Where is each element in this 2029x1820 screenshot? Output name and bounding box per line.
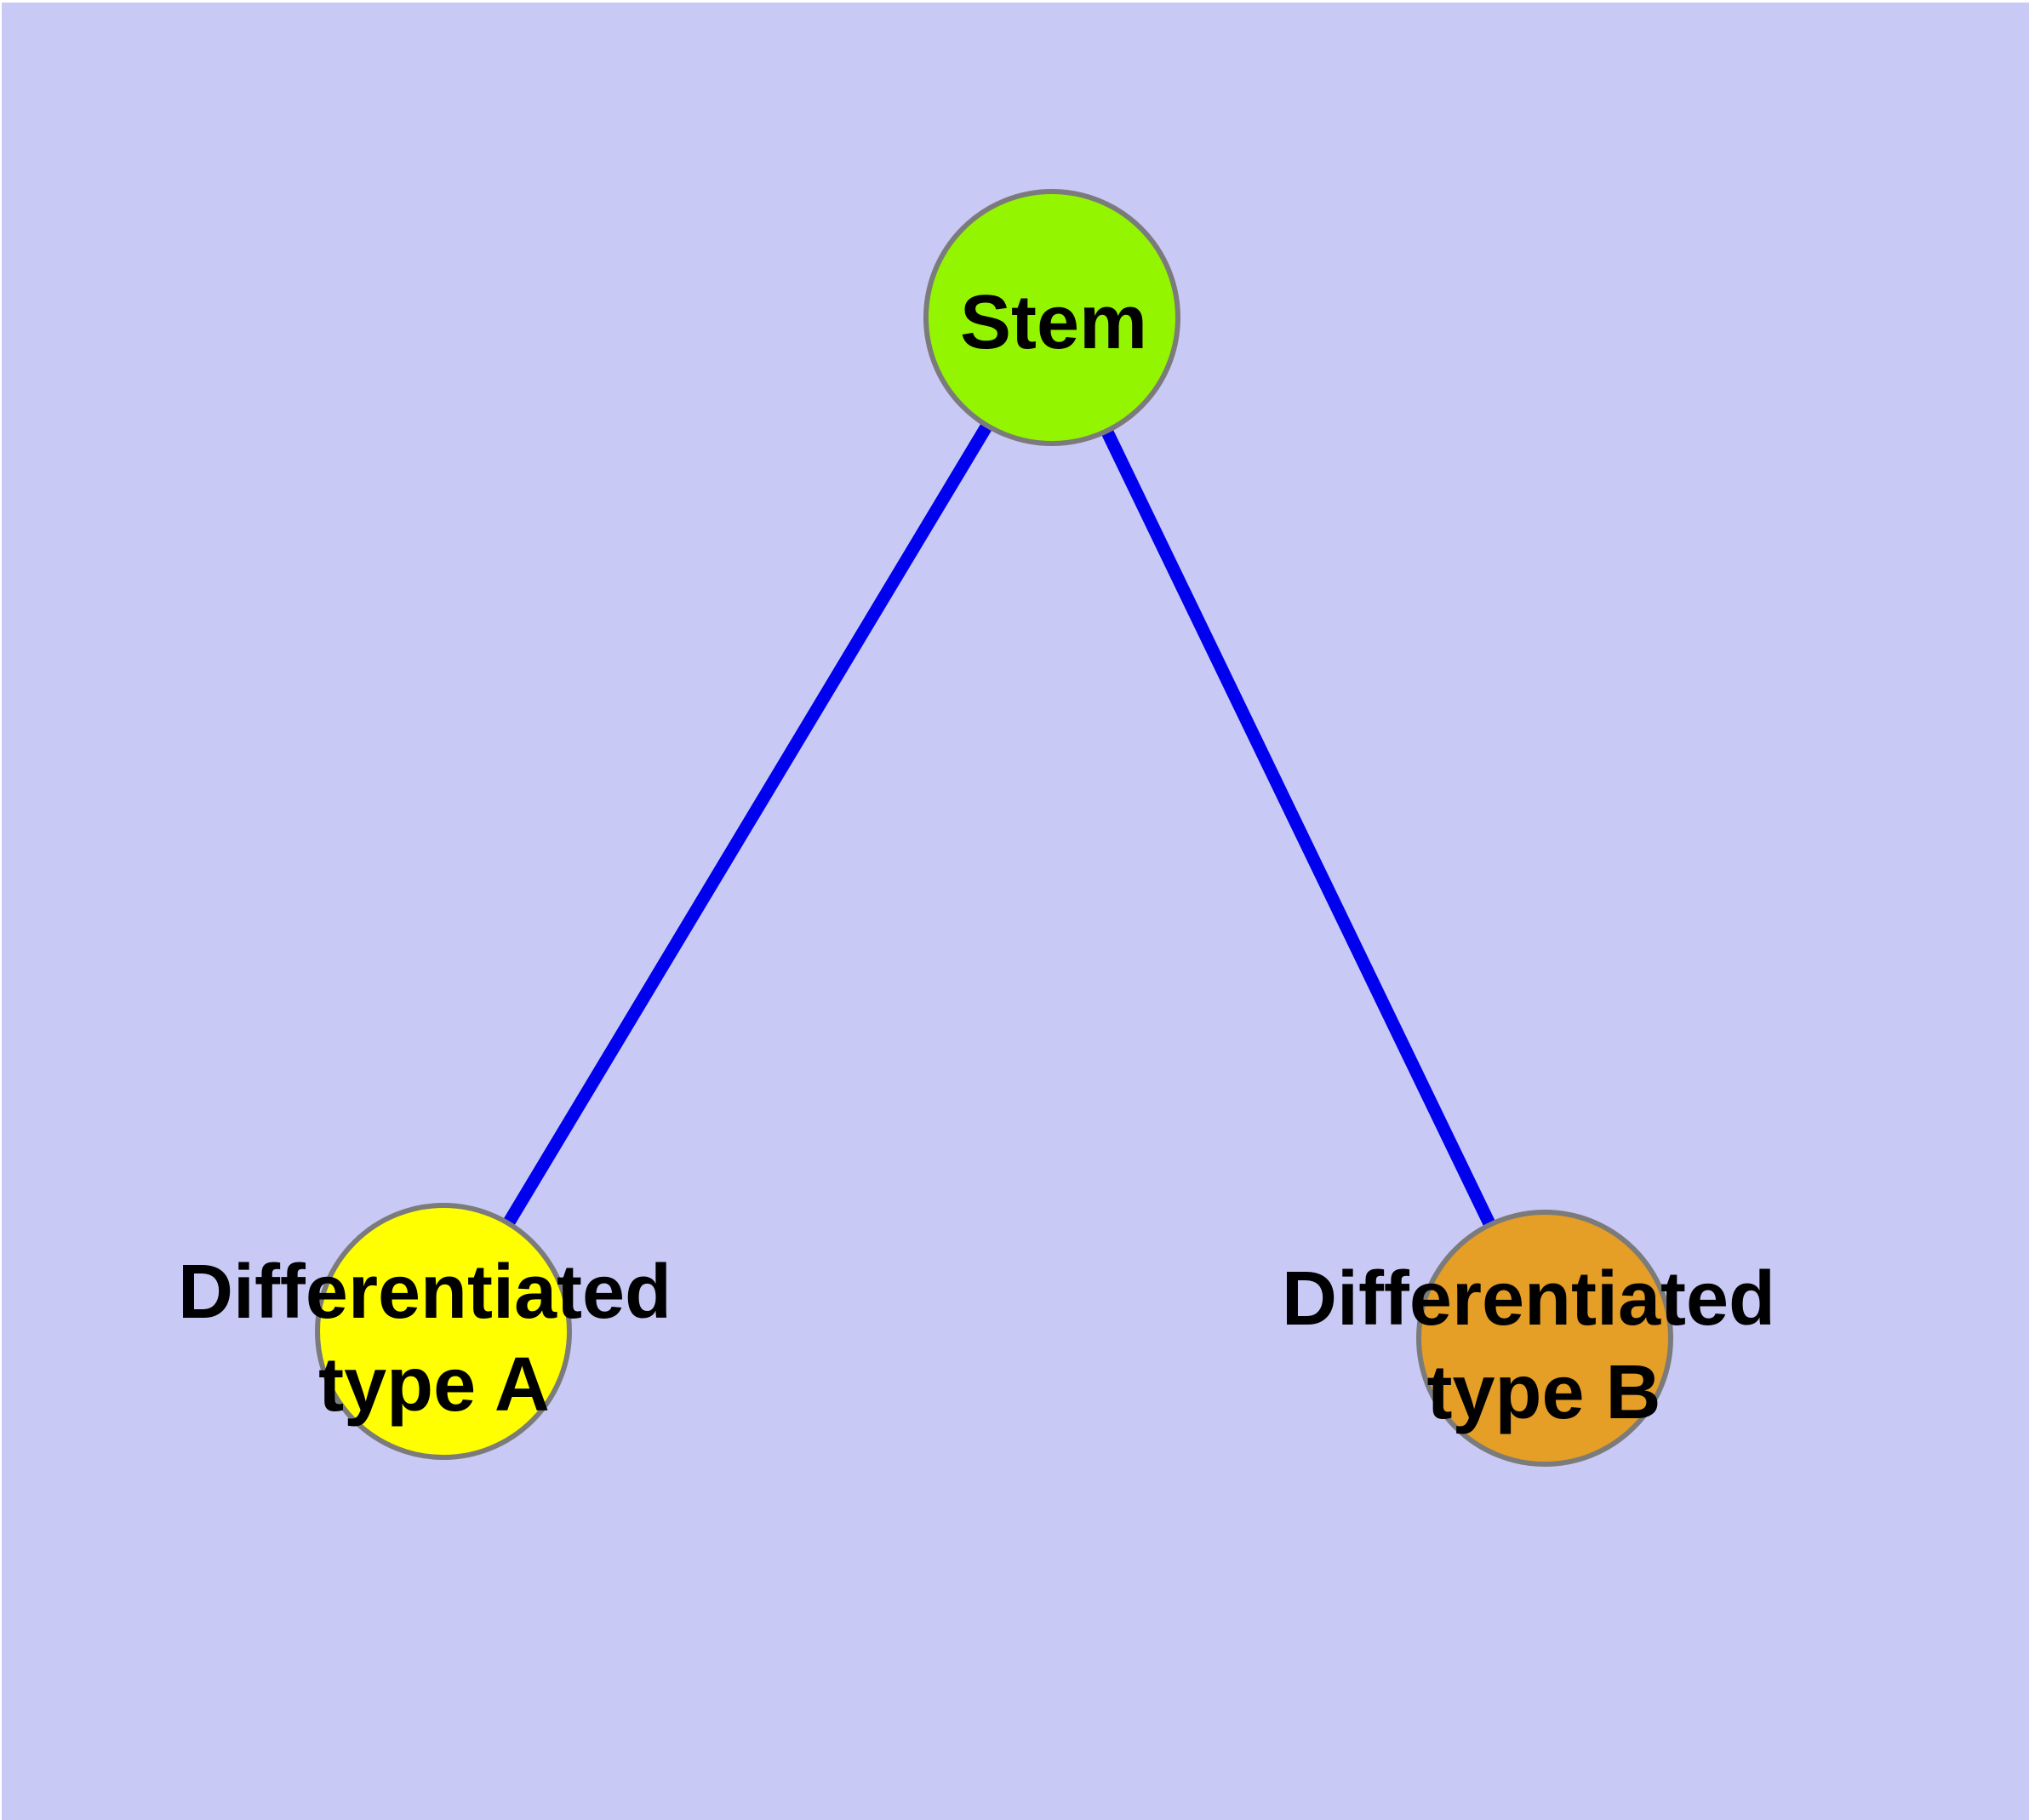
node-type-b-circle: [1416, 1210, 1673, 1467]
node-type-a-circle: [315, 1203, 572, 1460]
edge-stem-to-type-b: [1046, 314, 1551, 1342]
node-stem-circle: [923, 189, 1180, 446]
node-type-a-label-line1: Differentiated: [178, 1250, 672, 1335]
node-stem-label: Stem: [960, 280, 1147, 365]
node-type-b-label-line2: type B: [1426, 1350, 1660, 1435]
node-type-b-label-line1: Differentiated: [1282, 1256, 1775, 1342]
node-type-a-label-line2: type A: [318, 1342, 550, 1428]
edge-stem-to-type-a: [437, 314, 1058, 1335]
